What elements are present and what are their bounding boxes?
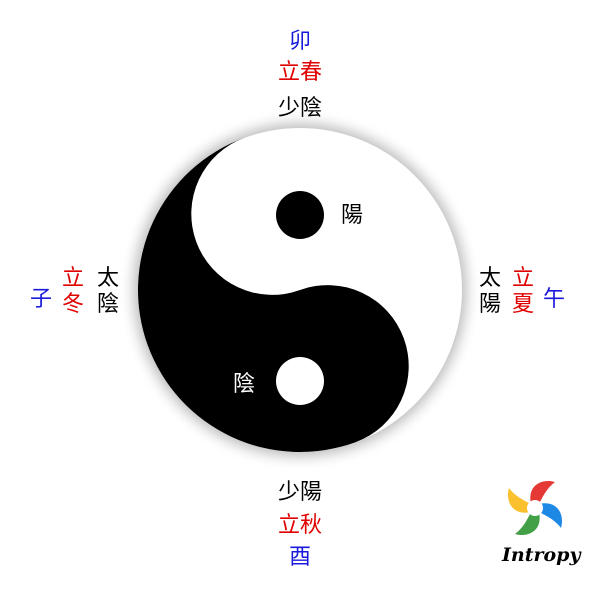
right-phase: 太陽 [478,266,501,317]
yang-label: 陽 [341,203,363,228]
yin-half [138,137,409,452]
bottom-season: 立秋 [277,513,322,538]
yang-dot [276,191,324,239]
yin-dot [276,357,324,405]
pinwheel-logo-icon [507,480,563,536]
right-season: 立夏 [511,266,534,317]
bottom-branch: 酉 [288,545,311,570]
top-season: 立春 [277,60,322,85]
bottom-phase: 少陽 [277,480,322,505]
brand-name: Intropy [502,544,581,566]
yin-label: 陰 [233,372,255,397]
top-branch: 卯 [288,29,311,54]
right-branch: 午 [542,287,565,312]
left-season: 立冬 [61,266,84,317]
left-branch: 子 [29,287,52,312]
top-phase: 少陰 [277,96,322,121]
left-phase: 太陰 [96,266,119,317]
